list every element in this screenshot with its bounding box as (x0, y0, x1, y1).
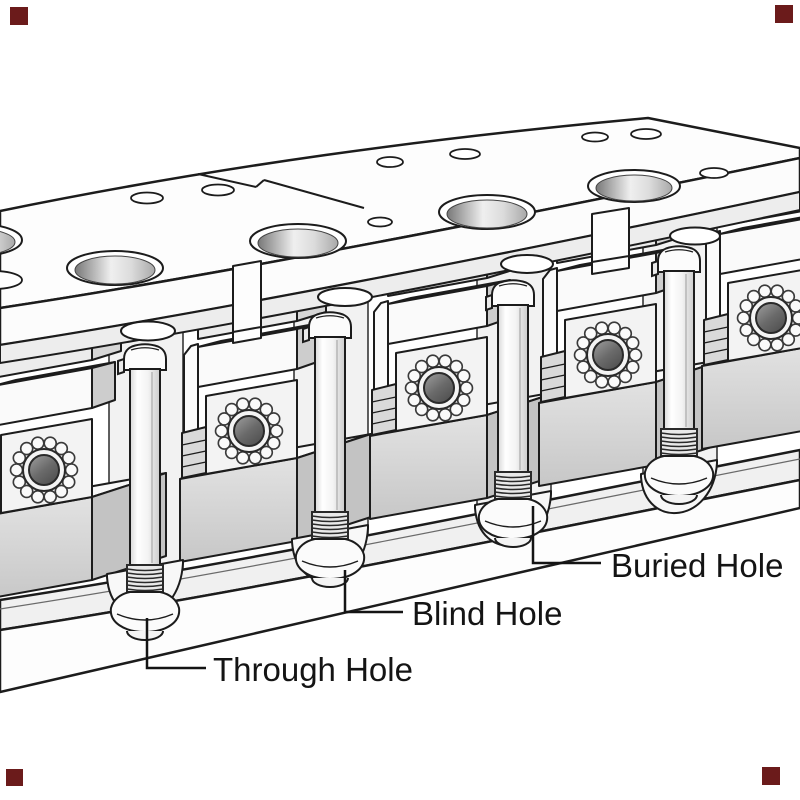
plate-hole (587, 169, 681, 203)
pin-body (663, 270, 695, 431)
pin-body (129, 368, 161, 567)
leader-line-blind-hole (343, 570, 403, 614)
plate-hole (66, 250, 164, 286)
plate-hole (438, 194, 536, 230)
plate-small-holes (0, 128, 729, 290)
corner-mark-top-left (10, 7, 28, 25)
pin-buried-hole (477, 279, 549, 548)
base-lower-face (0, 478, 800, 694)
label-through-hole: Through Hole (213, 651, 413, 688)
corner-mark-bottom-right (762, 767, 780, 785)
plate-hanging-tabs (232, 207, 630, 344)
leader-line-through-hole (145, 618, 206, 670)
corner-mark-top-right (775, 5, 793, 23)
pin-body (497, 304, 529, 474)
flange-pin-seats (120, 226, 721, 342)
plate-large-holes (0, 169, 681, 286)
leader-line-buried-hole (531, 506, 601, 565)
pins (109, 245, 715, 641)
top-plate (0, 116, 800, 364)
corner-marks (6, 5, 793, 786)
pin-through-hole (109, 343, 181, 641)
plate-hole (0, 225, 23, 255)
pin-body (314, 336, 346, 514)
pin-blind-hole (294, 311, 366, 588)
pin-fourth (643, 245, 715, 505)
plate-hole (249, 223, 347, 259)
label-blind-hole: Blind Hole (412, 595, 562, 632)
corner-mark-bottom-left (6, 769, 23, 786)
leader-lines (145, 506, 601, 670)
plate-seam-line (197, 173, 365, 209)
label-buried-hole: Buried Hole (611, 547, 783, 584)
